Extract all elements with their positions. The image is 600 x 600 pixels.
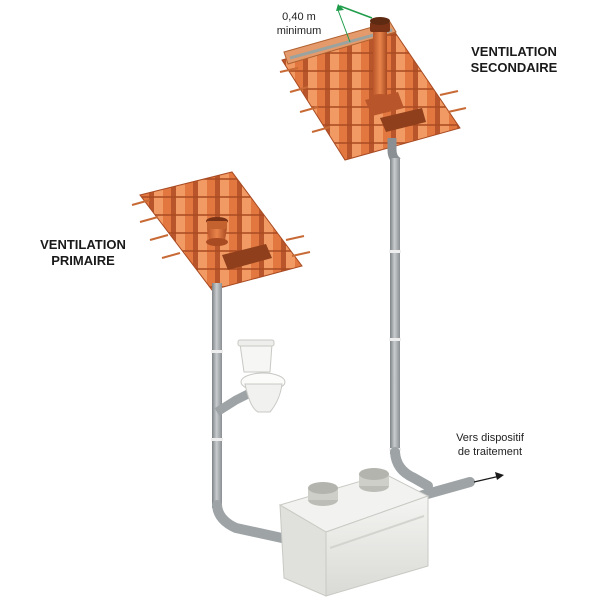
arrow-right-icon: [473, 472, 504, 483]
septic-tank-icon: [278, 468, 430, 597]
secondary-ventilation-label: VENTILATION SECONDAIRE: [452, 44, 576, 76]
outlet-label: Vers dispositif de traitement: [440, 431, 540, 459]
height-dimension: [336, 4, 373, 43]
outlet-pipe: [415, 477, 475, 501]
outlet-label-line2: de traitement: [457, 446, 523, 458]
secondary-label-line2: SECONDAIRE: [470, 60, 558, 75]
ventilation-chimney-icon: [370, 17, 390, 102]
toilet-icon: [237, 339, 286, 413]
secondary-label-line1: VENTILATION: [471, 44, 557, 59]
height-note-value: 0,40 m: [282, 11, 316, 23]
primary-label-line1: VENTILATION: [40, 237, 126, 252]
outlet-label-line1: Vers dispositif: [456, 432, 524, 444]
height-note: 0,40 m minimum: [264, 10, 334, 38]
secondary-vent-pipe: [387, 138, 433, 491]
height-note-qualifier: minimum: [276, 25, 322, 37]
ventilation-cap-icon: [206, 217, 228, 246]
primary-vent-pipe: [211, 283, 287, 543]
primary-ventilation-label: VENTILATION PRIMAIRE: [28, 237, 138, 269]
primary-label-line2: PRIMAIRE: [51, 253, 115, 268]
